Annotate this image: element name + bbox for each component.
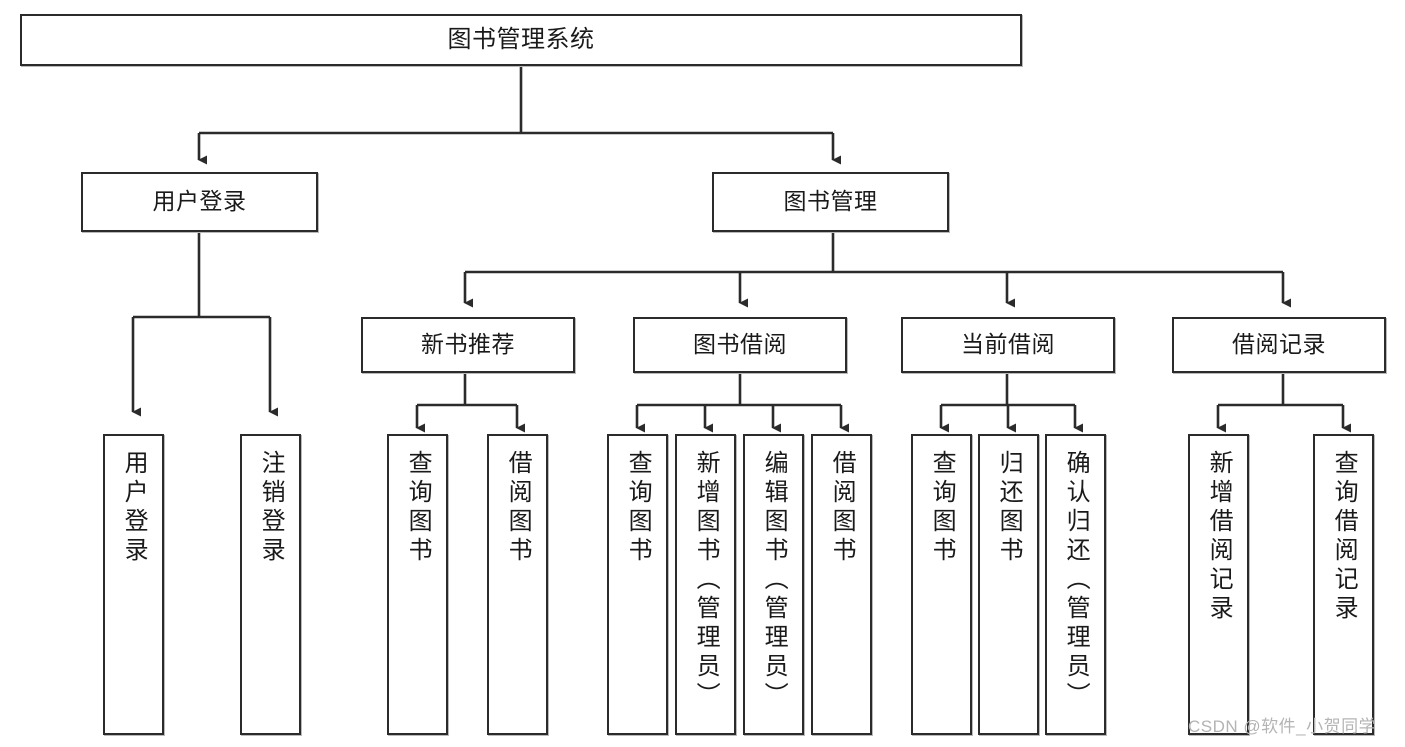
- node-leaf-query-book-1[interactable]: 查询图书: [387, 434, 448, 735]
- node-leaf-query-book-2[interactable]: 查询图书: [607, 434, 668, 735]
- node-leaf-query-book-3-label: 查询图书: [928, 450, 956, 566]
- node-leaf-add-book-admin[interactable]: 新增图书（管理员）: [675, 434, 736, 735]
- node-leaf-add-borrow-record[interactable]: 新增借阅记录: [1188, 434, 1249, 735]
- node-current-borrow-label: 当前借阅: [961, 331, 1055, 358]
- node-leaf-logout-login-label: 注销登录: [257, 450, 285, 566]
- node-user-login-label: 用户登录: [152, 188, 247, 215]
- node-leaf-query-book-3[interactable]: 查询图书: [911, 434, 972, 735]
- node-leaf-add-book-admin-label: 新增图书（管理员）: [692, 450, 720, 711]
- csdn-watermark: CSDN @软件_小贺同学: [1188, 717, 1377, 736]
- node-leaf-logout-login[interactable]: 注销登录: [240, 434, 301, 735]
- node-leaf-borrow-book-1-label: 借阅图书: [504, 450, 532, 566]
- node-leaf-edit-book-admin-label: 编辑图书（管理员）: [760, 450, 788, 711]
- node-borrow-record[interactable]: 借阅记录: [1172, 317, 1386, 373]
- node-leaf-borrow-book-2[interactable]: 借阅图书: [811, 434, 872, 735]
- node-leaf-return-book[interactable]: 归还图书: [978, 434, 1039, 735]
- node-root[interactable]: 图书管理系统: [20, 14, 1022, 66]
- node-leaf-edit-book-admin[interactable]: 编辑图书（管理员）: [743, 434, 804, 735]
- node-leaf-query-book-1-label: 查询图书: [404, 450, 432, 566]
- node-root-label: 图书管理系统: [447, 25, 595, 53]
- node-leaf-borrow-book-1[interactable]: 借阅图书: [487, 434, 548, 735]
- node-new-book-recommend-label: 新书推荐: [421, 331, 515, 358]
- node-leaf-confirm-return-admin[interactable]: 确认归还（管理员）: [1045, 434, 1106, 735]
- node-new-book-recommend[interactable]: 新书推荐: [361, 317, 575, 373]
- node-leaf-borrow-book-2-label: 借阅图书: [828, 450, 856, 566]
- node-leaf-query-borrow-record-label: 查询借阅记录: [1330, 450, 1358, 624]
- node-user-login[interactable]: 用户登录: [81, 172, 318, 232]
- node-book-management-label: 图书管理: [783, 188, 878, 215]
- node-leaf-query-borrow-record[interactable]: 查询借阅记录: [1313, 434, 1374, 735]
- node-book-management[interactable]: 图书管理: [712, 172, 949, 232]
- node-leaf-user-login-label: 用户登录: [120, 450, 148, 566]
- node-leaf-user-login[interactable]: 用户登录: [103, 434, 164, 735]
- node-leaf-confirm-return-admin-label: 确认归还（管理员）: [1062, 450, 1090, 711]
- node-current-borrow[interactable]: 当前借阅: [901, 317, 1115, 373]
- node-leaf-add-borrow-record-label: 新增借阅记录: [1205, 450, 1233, 624]
- node-leaf-query-book-2-label: 查询图书: [624, 450, 652, 566]
- node-book-borrow-label: 图书借阅: [693, 331, 787, 358]
- node-book-borrow[interactable]: 图书借阅: [633, 317, 847, 373]
- node-borrow-record-label: 借阅记录: [1232, 331, 1326, 358]
- node-leaf-return-book-label: 归还图书: [995, 450, 1023, 566]
